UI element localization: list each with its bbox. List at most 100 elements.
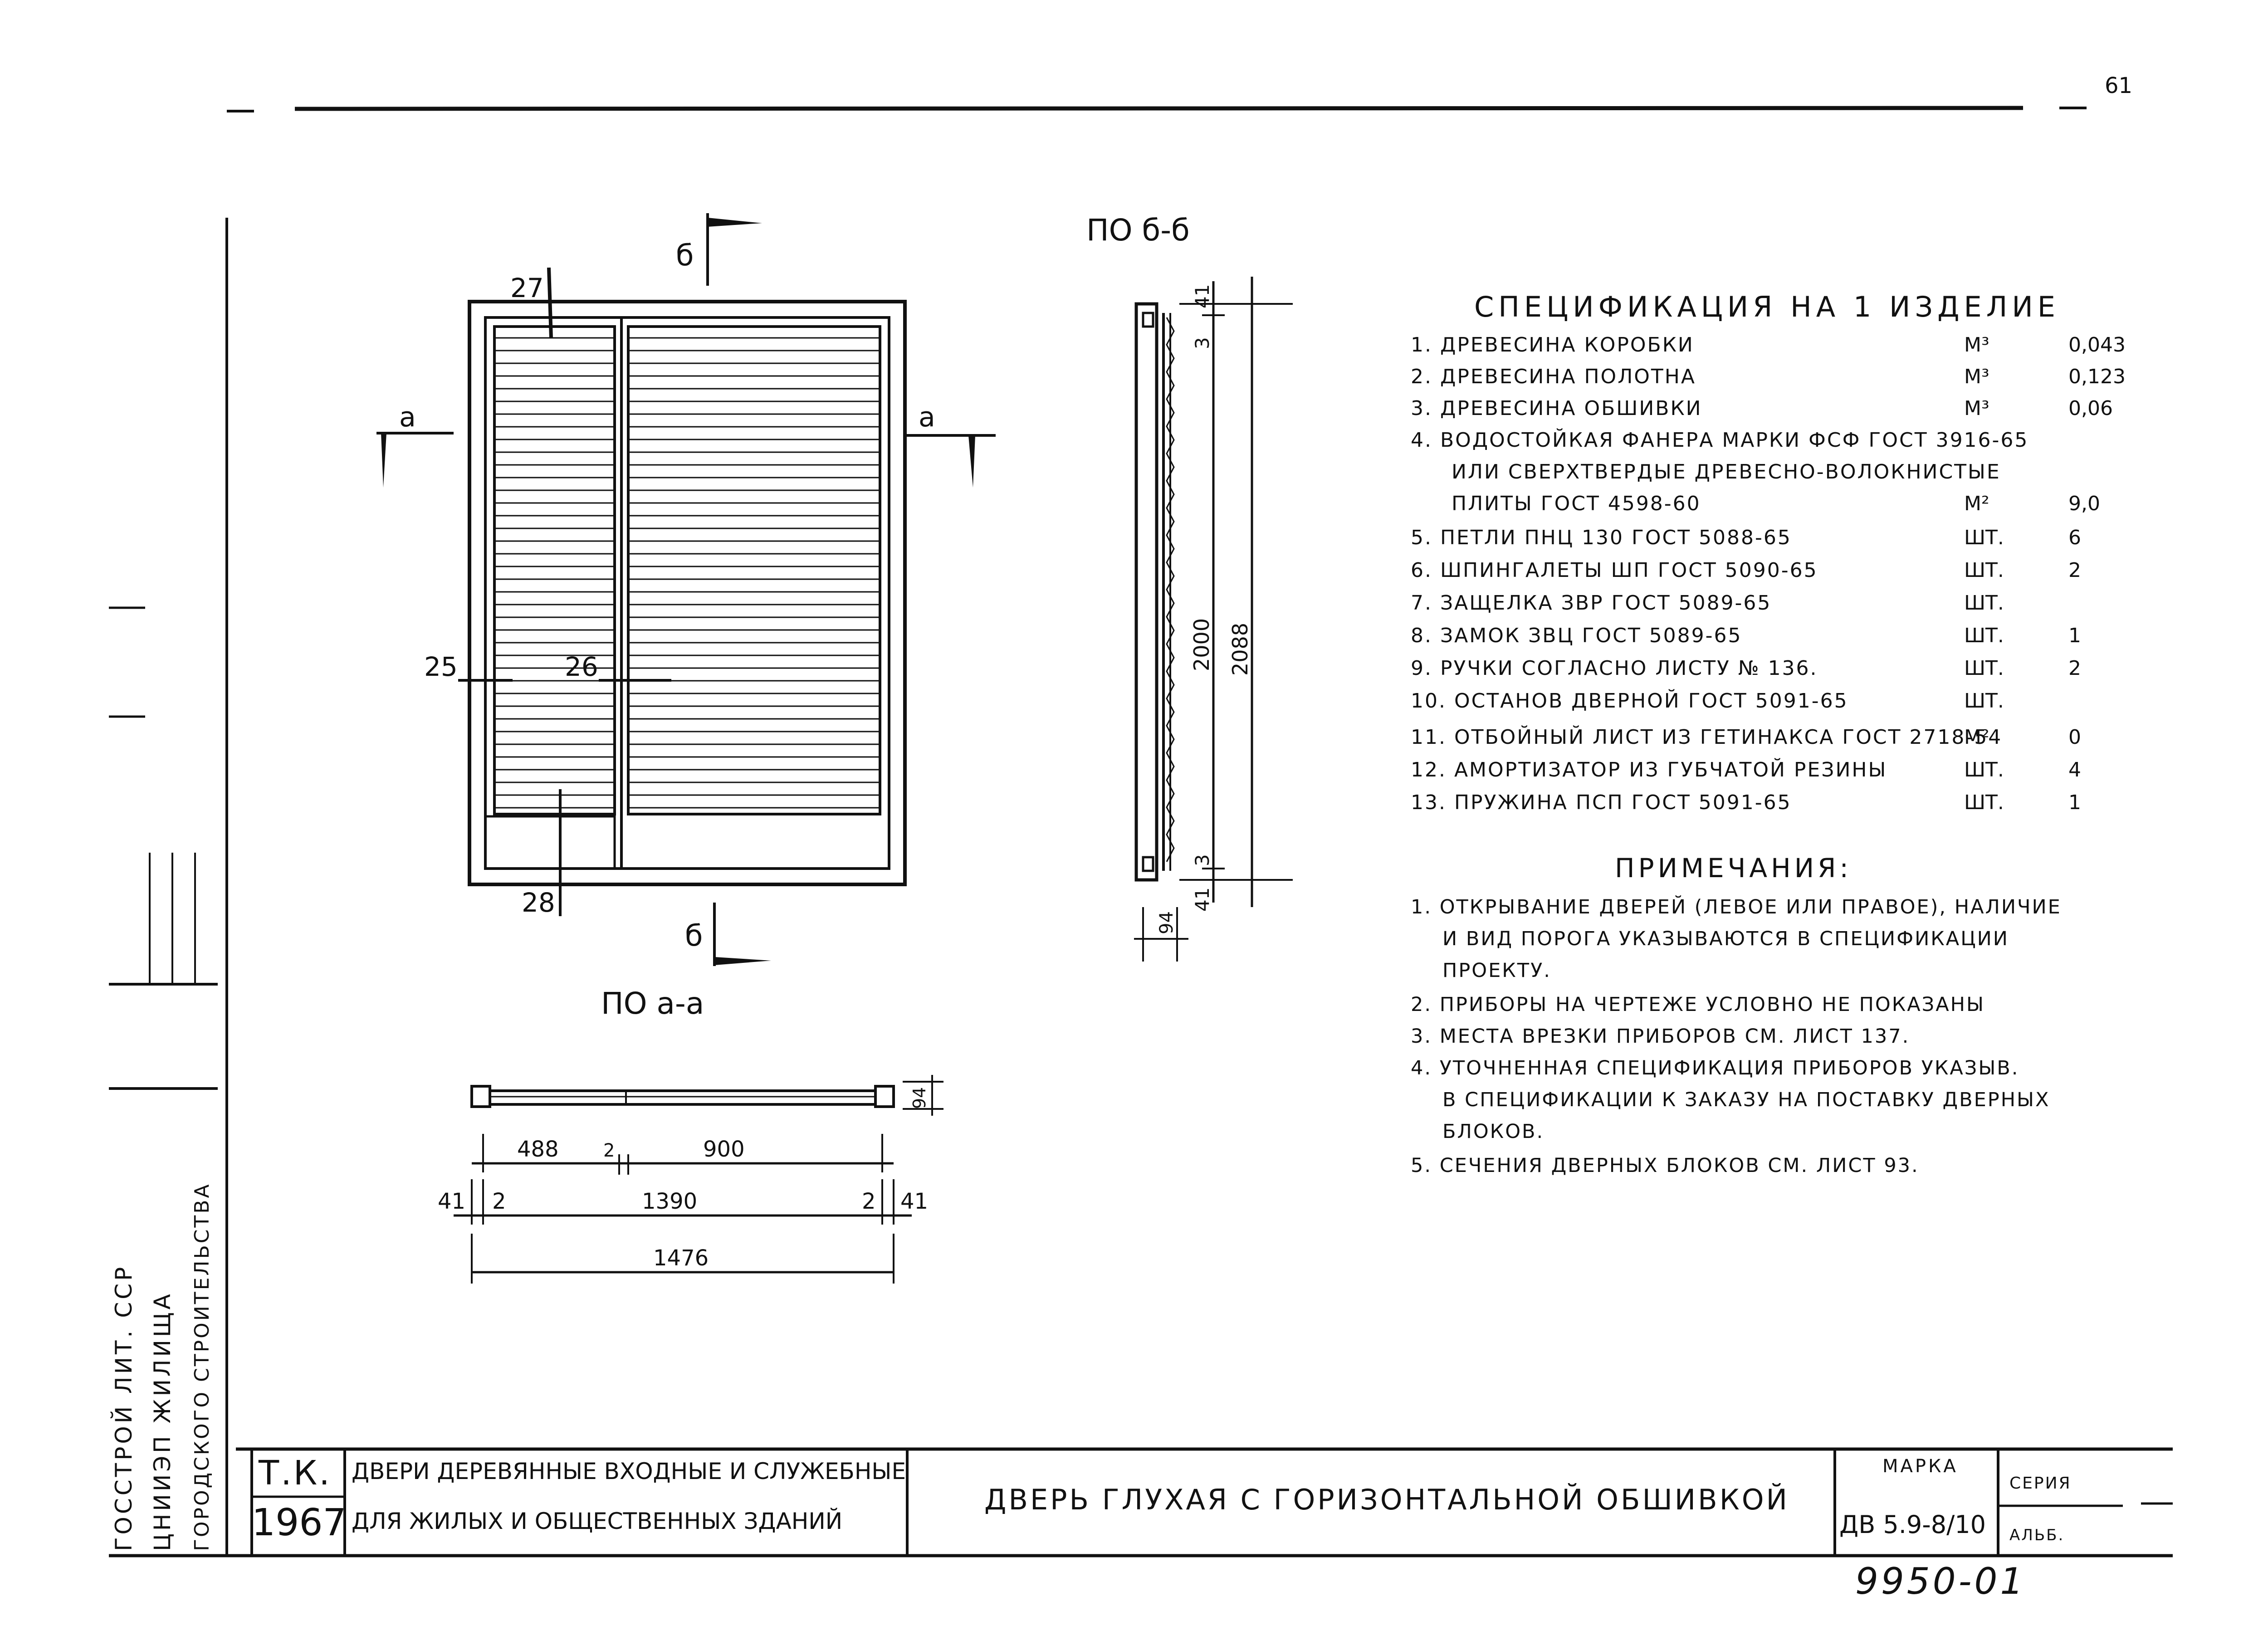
spec-item-1: 1. ДРЕВЕСИНА КОРОБКИ <box>1411 333 1694 356</box>
specification-title: СПЕЦИФИКАЦИЯ НА 1 ИЗДЕЛИЕ <box>1474 290 2060 323</box>
seria-label: СЕРИЯ <box>2009 1474 2072 1493</box>
marka-label: МАРКА <box>1882 1456 1958 1477</box>
spec-unit: М² <box>1964 726 1989 749</box>
spec-unit: ШТ. <box>1964 791 2004 814</box>
svg-text:27: 27 <box>510 273 544 303</box>
spec-qty: 1 <box>2068 624 2081 647</box>
note-line-2: И ВИД ПОРОГА УКАЗЫВАЮТСЯ В СПЕЦИФИКАЦИИ <box>1442 928 2009 950</box>
spec-item-15: 13. ПРУЖИНА ПСП ГОСТ 5091-65 <box>1411 791 1792 814</box>
note-line-7: В СПЕЦИФИКАЦИИ К ЗАКАЗУ НА ПОСТАВКУ ДВЕР… <box>1442 1089 2050 1111</box>
section-mark-b-top: б <box>676 213 762 286</box>
svg-text:41: 41 <box>1191 284 1213 308</box>
svg-text:488: 488 <box>517 1137 559 1162</box>
series-title-line1: ДВЕРИ ДЕРЕВЯННЫЕ ВХОДНЫЕ И СЛУЖЕБНЫЕ <box>352 1458 906 1484</box>
svg-text:ГОРОДСКОГО СТРОИТЕЛЬСТВА: ГОРОДСКОГО СТРОИТЕЛЬСТВА <box>191 1182 214 1551</box>
top-border <box>227 106 2087 112</box>
svg-text:ЦНИИЭП ЖИЛИЩА: ЦНИИЭП ЖИЛИЩА <box>149 1291 176 1551</box>
svg-text:б: б <box>676 239 694 273</box>
notes-title: ПРИМЕЧАНИЯ: <box>1615 853 1852 884</box>
svg-text:2: 2 <box>603 1140 615 1161</box>
spec-item-8: 6. ШПИНГАЛЕТЫ ШП ГОСТ 5090-65 <box>1411 559 1818 582</box>
spec-qty: 9,0 <box>2068 492 2100 515</box>
door-elevation <box>468 300 907 886</box>
spec-qty: 0,043 <box>2068 333 2126 356</box>
spec-qty: 0 <box>2068 726 2081 749</box>
spec-unit: ШТ. <box>1964 624 2004 647</box>
marka-value: ДВ 5.9-8/10 <box>1839 1510 1986 1539</box>
title-block-code: Т.К. <box>259 1454 332 1493</box>
spec-unit: М³ <box>1964 365 1989 388</box>
series-title-line2: ДЛЯ ЖИЛЫХ И ОБЩЕСТВЕННЫХ ЗДАНИЙ <box>352 1508 843 1534</box>
svg-text:а: а <box>399 401 416 433</box>
spec-unit: М³ <box>1964 333 1989 356</box>
svg-text:94: 94 <box>1156 911 1177 934</box>
svg-text:41: 41 <box>1191 888 1213 912</box>
horizontal-planking-wide <box>628 337 880 809</box>
spec-unit: ШТ. <box>1964 526 2004 549</box>
album-label: АЛЬБ. <box>2009 1526 2065 1544</box>
spec-item-11: 9. РУЧКИ СОГЛАСНО ЛИСТУ № 136. <box>1411 657 1818 680</box>
svg-text:94: 94 <box>909 1087 929 1109</box>
note-line-5: 3. МЕСТА ВРЕЗКИ ПРИБОРОВ СМ. ЛИСТ 137. <box>1411 1025 1910 1048</box>
document-number: 9950-01 <box>1855 1560 2026 1602</box>
spec-unit: ШТ. <box>1964 559 2004 582</box>
drawing-title: ДВЕРЬ ГЛУХАЯ С ГОРИЗОНТАЛЬНОЙ ОБШИВКОЙ <box>984 1483 1789 1516</box>
svg-text:900: 900 <box>703 1137 745 1162</box>
spec-unit: ШТ. <box>1964 758 2004 781</box>
note-line-3: ПРОЕКТУ. <box>1442 959 1551 982</box>
svg-text:28: 28 <box>522 887 555 918</box>
callout-28: 28 <box>522 789 562 918</box>
svg-text:2: 2 <box>492 1189 506 1214</box>
section-a-title: ПО а-а <box>601 986 704 1021</box>
callout-27: 27 <box>510 267 553 338</box>
svg-text:41: 41 <box>900 1189 928 1214</box>
svg-text:25: 25 <box>424 651 458 682</box>
section-b-title: ПО б-б <box>1086 213 1190 248</box>
spec-item-14: 12. АМОРТИЗАТОР ИЗ ГУБЧАТОЙ РЕЗИНЫ <box>1411 758 1887 781</box>
page-number: 61 <box>2105 73 2132 98</box>
spec-item-2: 2. ДРЕВЕСИНА ПОЛОТНА <box>1411 365 1696 388</box>
spec-qty: 2 <box>2068 657 2081 680</box>
spec-item-6: ПЛИТЫ ГОСТ 4598-60 <box>1452 492 1701 515</box>
spec-unit: ШТ. <box>1964 657 2004 680</box>
section-mark-b-bottom: б <box>685 903 771 966</box>
spec-qty: 0,123 <box>2068 365 2126 388</box>
svg-text:ГОССТРОЙ ЛИТ. ССР: ГОССТРОЙ ЛИТ. ССР <box>110 1264 137 1551</box>
left-stamp: ГОССТРОЙ ЛИТ. ССР ЦНИИЭП ЖИЛИЩА ГОРОДСКО… <box>109 606 218 1551</box>
svg-text:3: 3 <box>1191 337 1213 349</box>
svg-text:2000: 2000 <box>1189 618 1214 671</box>
spec-qty: 4 <box>2068 758 2081 781</box>
svg-text:1476: 1476 <box>653 1245 709 1271</box>
svg-text:26: 26 <box>565 651 598 682</box>
svg-text:а: а <box>919 401 935 433</box>
spec-item-12: 10. ОСТАНОВ ДВЕРНОЙ ГОСТ 5091-65 <box>1411 689 1848 713</box>
note-line-4: 2. ПРИБОРЫ НА ЧЕРТЕЖЕ УСЛОВНО НЕ ПОКАЗАН… <box>1411 993 1985 1016</box>
svg-text:1390: 1390 <box>642 1189 697 1214</box>
spec-unit: М² <box>1964 492 1989 515</box>
spec-qty: 1 <box>2068 791 2081 814</box>
spec-item-10: 8. ЗАМОК ЗВЦ ГОСТ 5089-65 <box>1411 624 1742 647</box>
spec-item-3: 3. ДРЕВЕСИНА ОБШИВКИ <box>1411 397 1702 420</box>
section-mark-a-left: а <box>376 401 454 488</box>
note-line-8: БЛОКОВ. <box>1442 1120 1545 1143</box>
horizontal-section: 94 488 2 900 41 2 1390 2 41 1476 <box>438 1075 943 1284</box>
svg-text:3: 3 <box>1191 854 1213 866</box>
spec-item-13: 11. ОТБОЙНЫЙ ЛИСТ ИЗ ГЕТИНАКСА ГОСТ 2718… <box>1411 726 2003 749</box>
spec-item-9: 7. ЗАЩЕЛКА ЗВР ГОСТ 5089-65 <box>1411 591 1772 615</box>
callout-25: 25 <box>424 651 513 682</box>
spec-qty: 0,06 <box>2068 397 2113 420</box>
svg-text:2: 2 <box>862 1189 876 1214</box>
note-line-6: 4. УТОЧНЕННАЯ СПЕЦИФИКАЦИЯ ПРИБОРОВ УКАЗ… <box>1411 1057 2019 1079</box>
note-line-9: 5. СЕЧЕНИЯ ДВЕРНЫХ БЛОКОВ СМ. ЛИСТ 93. <box>1411 1154 1919 1177</box>
spec-qty: 2 <box>2068 559 2081 582</box>
svg-text:41: 41 <box>438 1189 465 1214</box>
spec-unit: ШТ. <box>1964 689 2004 713</box>
spec-unit: М³ <box>1964 397 1989 420</box>
vertical-section: 41 3 2000 2088 3 41 94 <box>1134 277 1293 962</box>
svg-text:2088: 2088 <box>1228 623 1252 676</box>
spec-qty: 6 <box>2068 526 2081 549</box>
title-block-year: 1967 <box>252 1501 347 1544</box>
spec-item-5: ИЛИ СВЕРХТВЕРДЫЕ ДРЕВЕСНО-ВОЛОКНИСТЫЕ <box>1452 460 2001 483</box>
title-block-frame <box>109 1447 2173 1557</box>
